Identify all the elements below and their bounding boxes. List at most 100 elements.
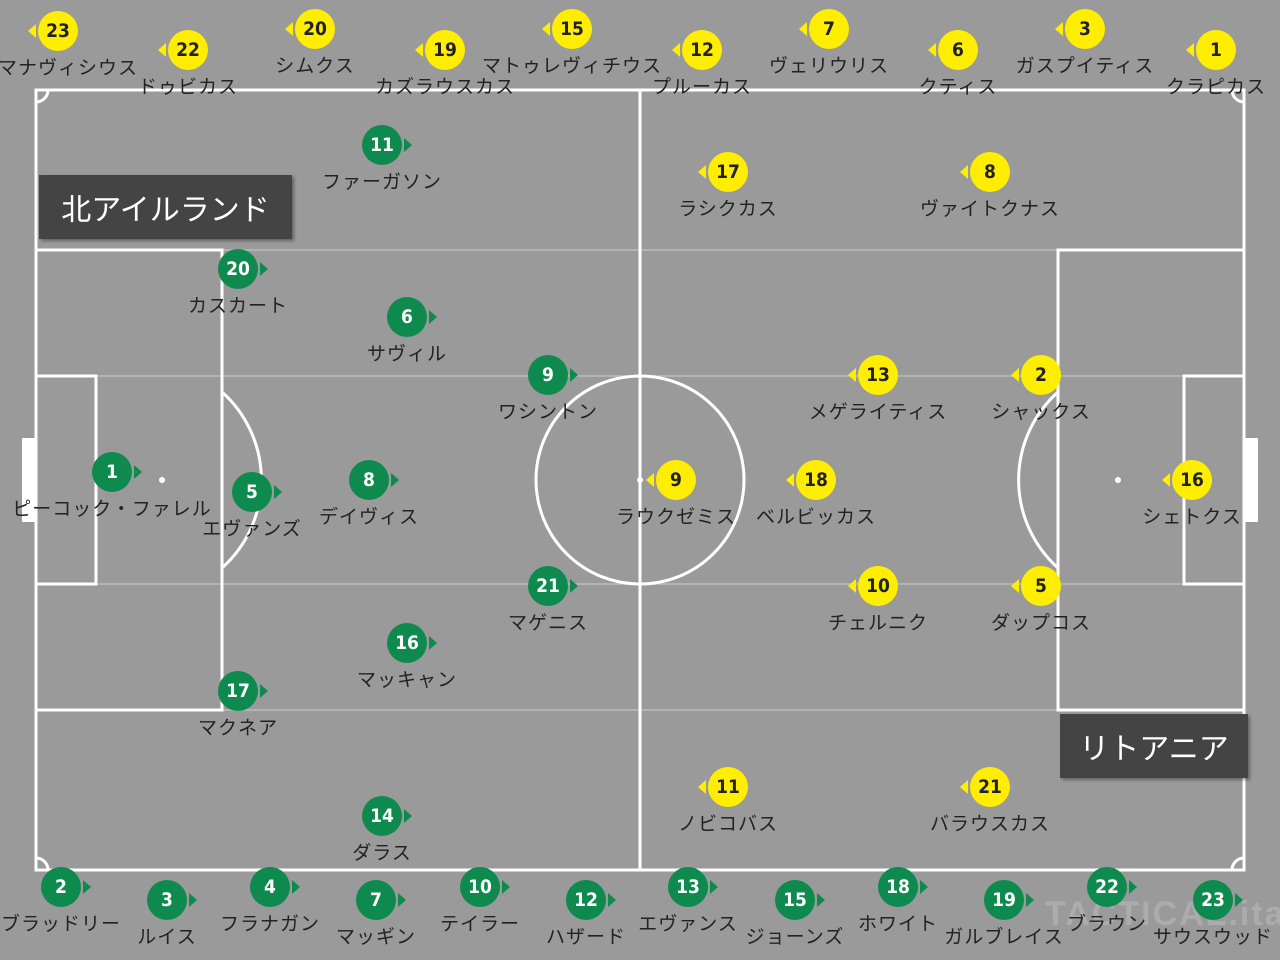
player-number-badge: 12	[682, 30, 722, 70]
player-number-badge: 7	[809, 9, 849, 49]
player-name: ヴァイトクナス	[919, 198, 1060, 220]
player-name: カズラウスカス	[374, 76, 515, 98]
player-name: バラウスカス	[929, 813, 1050, 835]
player-name: ラシクカス	[678, 198, 778, 220]
direction-arrow-icon	[429, 636, 437, 650]
direction-arrow-icon	[786, 473, 794, 487]
player-number-badge: 20	[218, 249, 258, 289]
player-name: ノビコバス	[677, 813, 778, 835]
player-name: ヴェリウリス	[768, 55, 889, 77]
direction-arrow-icon	[404, 138, 412, 152]
player-name: ブラウン	[1066, 913, 1147, 935]
player-name: ホワイト	[857, 913, 938, 935]
home-player: 11 ファーガソン	[312, 125, 452, 193]
direction-arrow-icon	[292, 880, 300, 894]
player-number-badge: 6	[387, 297, 427, 337]
player-name: シャックス	[991, 401, 1091, 423]
player-number-badge: 3	[147, 880, 187, 920]
direction-arrow-icon	[260, 684, 268, 698]
direction-arrow-icon	[1186, 43, 1194, 57]
player-name: マッキャン	[356, 669, 457, 691]
player-number-badge: 23	[38, 11, 78, 51]
corner-arc-tl	[35, 89, 50, 104]
player-name: マクネア	[197, 717, 278, 739]
player-number-badge: 2	[1021, 355, 1061, 395]
player-name: ドゥビカス	[137, 76, 238, 98]
direction-arrow-icon	[646, 473, 654, 487]
player-number-badge: 13	[668, 867, 708, 907]
direction-arrow-icon	[28, 24, 36, 38]
corner-arc-br	[1230, 856, 1245, 871]
away-team-label: リトアニア	[1060, 714, 1248, 778]
away-player: 15 マトゥレヴィチウス	[482, 9, 661, 77]
center-circle	[534, 374, 746, 586]
player-name: ラウクゼミス	[615, 506, 736, 528]
player-number-badge: 7	[356, 880, 396, 920]
direction-arrow-icon	[672, 43, 680, 57]
player-number-badge: 22	[168, 30, 208, 70]
player-name: サウスウッド	[1152, 926, 1273, 948]
left-penalty-spot	[159, 477, 165, 483]
direction-arrow-icon	[274, 485, 282, 499]
player-name: ダップコス	[990, 612, 1091, 634]
player-name: マッギン	[335, 926, 416, 948]
home-team-label: 北アイルランド	[39, 175, 292, 239]
player-number-badge: 17	[708, 152, 748, 192]
player-name: ジョーンズ	[745, 926, 845, 948]
player-name: エヴァンズ	[202, 518, 302, 540]
player-name: ファーガソン	[321, 171, 442, 193]
player-number-badge: 1	[92, 452, 132, 492]
center-spot	[637, 477, 643, 483]
player-number-badge: 11	[362, 125, 402, 165]
direction-arrow-icon	[960, 780, 968, 794]
player-number-badge: 15	[775, 880, 815, 920]
player-name: デイヴィス	[318, 506, 419, 528]
direction-arrow-icon	[1026, 893, 1034, 907]
player-name: フラナガン	[219, 913, 320, 935]
direction-arrow-icon	[698, 165, 706, 179]
direction-arrow-icon	[570, 368, 578, 382]
direction-arrow-icon	[799, 22, 807, 36]
player-number-badge: 15	[552, 9, 592, 49]
player-name: メゲライティス	[808, 401, 948, 423]
player-name: ハザード	[545, 926, 626, 948]
home-player: 7 マッギン	[306, 880, 446, 948]
player-number-badge: 6	[938, 30, 978, 70]
player-number-badge: 20	[295, 9, 335, 49]
player-number-badge: 22	[1087, 867, 1127, 907]
player-name: シムクス	[275, 55, 355, 77]
home-player: 20 カスカート	[168, 249, 308, 317]
direction-arrow-icon	[429, 310, 437, 324]
direction-arrow-icon	[260, 262, 268, 276]
player-name: カスカート	[187, 295, 288, 317]
player-number-badge: 16	[1172, 460, 1212, 500]
player-number-badge: 14	[362, 796, 402, 836]
player-name: マトゥレヴィチウス	[481, 55, 662, 77]
direction-arrow-icon	[698, 780, 706, 794]
player-number-badge: 10	[460, 867, 500, 907]
direction-arrow-icon	[920, 880, 928, 894]
player-number-badge: 10	[858, 566, 898, 606]
direction-arrow-icon	[570, 579, 578, 593]
player-number-badge: 9	[528, 355, 568, 395]
